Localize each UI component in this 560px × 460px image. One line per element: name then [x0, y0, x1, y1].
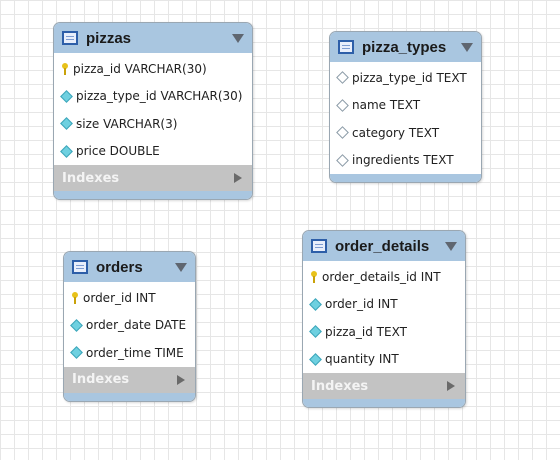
table-pizza-types[interactable]: pizza_types pizza_type_id TEXT name TEXT…	[329, 31, 482, 183]
table-footer	[303, 399, 465, 407]
column-label: pizza_type_id TEXT	[352, 70, 467, 85]
column-diamond-icon	[70, 346, 83, 360]
column-row[interactable]: order_id INT	[64, 284, 195, 312]
column-row[interactable]: name TEXT	[330, 92, 481, 120]
table-header[interactable]: pizzas	[54, 23, 252, 53]
table-header[interactable]: pizza_types	[330, 32, 481, 62]
column-diamond-icon	[60, 117, 73, 131]
column-row[interactable]: order_id INT	[303, 291, 465, 319]
table-title: pizza_types	[362, 38, 447, 56]
primary-key-icon	[309, 270, 319, 283]
column-label: price DOUBLE	[76, 144, 160, 159]
column-diamond-icon	[60, 89, 73, 103]
column-list: order_details_id INT order_id INT pizza_…	[303, 261, 465, 373]
table-icon	[72, 260, 88, 274]
table-order-details[interactable]: order_details order_details_id INT order…	[302, 230, 466, 408]
primary-key-icon	[70, 291, 80, 304]
table-orders[interactable]: orders order_id INT order_date DATE orde…	[63, 251, 196, 402]
collapse-arrow-icon[interactable]	[175, 262, 187, 272]
collapse-arrow-icon[interactable]	[445, 241, 457, 251]
column-label: pizza_id TEXT	[325, 324, 407, 339]
column-row[interactable]: category TEXT	[330, 119, 481, 147]
column-list: pizza_id VARCHAR(30) pizza_type_id VARCH…	[54, 53, 252, 165]
column-label: pizza_id VARCHAR(30)	[73, 61, 207, 76]
column-row[interactable]: ingredients TEXT	[330, 147, 481, 175]
indexes-section[interactable]: Indexes	[54, 165, 252, 191]
column-list: pizza_type_id TEXT name TEXT category TE…	[330, 62, 481, 174]
table-footer	[54, 191, 252, 199]
indexes-label: Indexes	[72, 372, 130, 387]
column-label: order_id INT	[325, 297, 398, 312]
column-label: order_id INT	[83, 290, 156, 305]
column-row[interactable]: pizza_type_id TEXT	[330, 64, 481, 92]
table-title: pizzas	[86, 29, 132, 47]
table-header[interactable]: order_details	[303, 231, 465, 261]
column-diamond-icon	[309, 352, 322, 366]
column-label: name TEXT	[352, 98, 421, 113]
column-row[interactable]: order_date DATE	[64, 312, 195, 340]
table-icon	[62, 31, 78, 45]
column-label: pizza_type_id VARCHAR(30)	[76, 89, 243, 104]
column-row[interactable]: price DOUBLE	[54, 138, 252, 166]
column-diamond-icon	[70, 318, 83, 332]
nullable-column-diamond-icon	[336, 153, 349, 167]
column-label: size VARCHAR(3)	[76, 116, 178, 131]
column-diamond-icon	[309, 297, 322, 311]
table-icon	[311, 239, 327, 253]
column-label: quantity INT	[325, 352, 399, 367]
column-diamond-icon	[60, 144, 73, 158]
table-pizzas[interactable]: pizzas pizza_id VARCHAR(30) pizza_type_i…	[53, 22, 253, 200]
indexes-label: Indexes	[62, 170, 120, 186]
column-label: order_time TIME	[86, 345, 184, 360]
table-title: order_details	[335, 237, 430, 255]
column-label: ingredients TEXT	[352, 153, 454, 168]
nullable-column-diamond-icon	[336, 71, 349, 85]
expand-arrow-icon[interactable]	[177, 374, 185, 385]
column-label: category TEXT	[352, 125, 440, 140]
collapse-arrow-icon[interactable]	[232, 33, 244, 43]
column-row[interactable]: size VARCHAR(3)	[54, 110, 252, 138]
column-row[interactable]: pizza_type_id VARCHAR(30)	[54, 83, 252, 111]
expand-arrow-icon[interactable]	[234, 173, 242, 183]
table-header[interactable]: orders	[64, 252, 195, 282]
indexes-section[interactable]: Indexes	[64, 366, 195, 393]
nullable-column-diamond-icon	[336, 126, 349, 140]
indexes-section[interactable]: Indexes	[303, 373, 465, 399]
column-diamond-icon	[309, 325, 322, 339]
indexes-label: Indexes	[311, 378, 369, 394]
table-title: orders	[96, 258, 143, 276]
column-row[interactable]: pizza_id TEXT	[303, 318, 465, 346]
nullable-column-diamond-icon	[336, 98, 349, 112]
column-row[interactable]: quantity INT	[303, 346, 465, 374]
column-list: order_id INT order_date DATE order_time …	[64, 282, 195, 367]
column-row[interactable]: order_time TIME	[64, 339, 195, 367]
table-footer	[330, 174, 481, 182]
column-label: order_date DATE	[86, 318, 187, 333]
expand-arrow-icon[interactable]	[447, 381, 455, 391]
column-row[interactable]: order_details_id INT	[303, 263, 465, 291]
column-label: order_details_id INT	[322, 269, 441, 284]
table-footer	[64, 392, 195, 401]
table-icon	[338, 40, 354, 54]
column-row[interactable]: pizza_id VARCHAR(30)	[54, 55, 252, 83]
collapse-arrow-icon[interactable]	[461, 42, 473, 52]
primary-key-icon	[60, 62, 70, 75]
